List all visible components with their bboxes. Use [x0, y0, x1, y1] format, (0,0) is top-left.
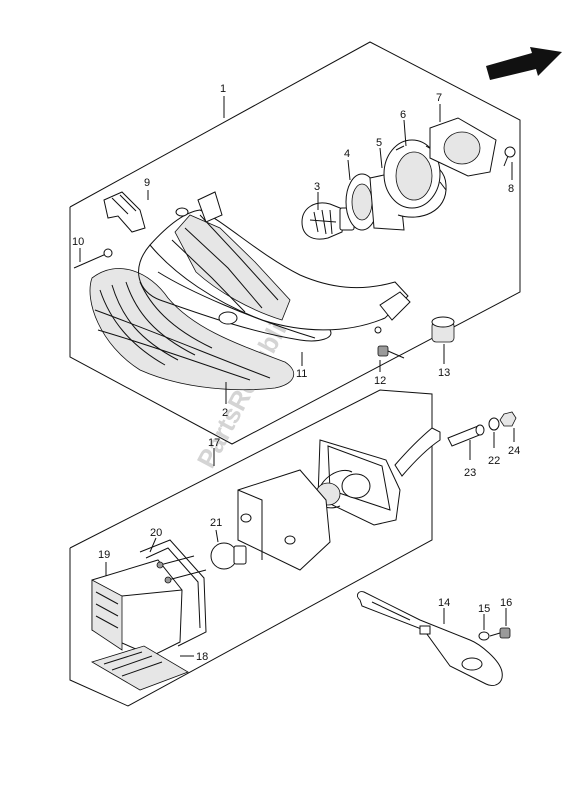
clip-9 [103, 191, 146, 233]
grommet-13 [431, 316, 455, 343]
callout-19: 19 [98, 549, 110, 561]
rim-18 [91, 645, 189, 691]
spacer-23 [447, 424, 485, 447]
screws-lens [156, 555, 207, 584]
callout-3: 3 [314, 181, 320, 193]
washer-15 [478, 631, 490, 641]
callout-18: 18 [196, 651, 208, 663]
washer-22 [488, 417, 500, 431]
callout-9: 9 [144, 177, 150, 189]
callout-8: 8 [508, 183, 514, 195]
bolt-16 [489, 627, 511, 639]
gasket-20 [139, 539, 207, 647]
lens-19 [91, 559, 183, 657]
callout-7: 7 [436, 92, 442, 104]
callout-16: 16 [500, 597, 512, 609]
arrow-up-right-icon [486, 47, 562, 80]
tail-lamp-housing [138, 191, 411, 342]
gasket [429, 117, 497, 177]
bracket-14 [356, 591, 503, 686]
callout-15: 15 [478, 603, 490, 615]
lamp-body [237, 469, 331, 571]
upper-assembly-frame [69, 41, 521, 445]
tail-lamp-lens [89, 268, 295, 391]
callout-11: 11 [296, 368, 307, 380]
callout-21: 21 [210, 517, 222, 529]
callout-17: 17 [208, 437, 220, 449]
nut-24 [499, 411, 517, 427]
callout-14: 14 [438, 597, 450, 609]
callout-2: 2 [222, 407, 228, 419]
screw-10 [73, 248, 113, 269]
bulb-lower [210, 542, 247, 570]
lower-lamp-housing [315, 427, 441, 526]
screw-12 [377, 345, 405, 359]
callout-22: 22 [488, 455, 500, 467]
callout-24: 24 [508, 445, 520, 457]
callout-10: 10 [72, 236, 84, 248]
callout-12: 12 [374, 375, 386, 387]
callout-5: 5 [376, 137, 382, 149]
callout-20: 20 [150, 527, 162, 539]
callout-6: 6 [400, 109, 406, 121]
leader-lines [79, 96, 515, 657]
callout-13: 13 [438, 367, 450, 379]
callout-23: 23 [464, 467, 476, 479]
callouts: 1 2 3 4 5 6 7 8 9 10 11 12 13 14 15 16 1… [72, 83, 520, 663]
lower-assembly-frame [69, 389, 433, 707]
bulb-holder [383, 139, 447, 218]
callout-4: 4 [344, 148, 350, 160]
screw-8 [503, 146, 516, 167]
callout-1: 1 [220, 83, 226, 95]
